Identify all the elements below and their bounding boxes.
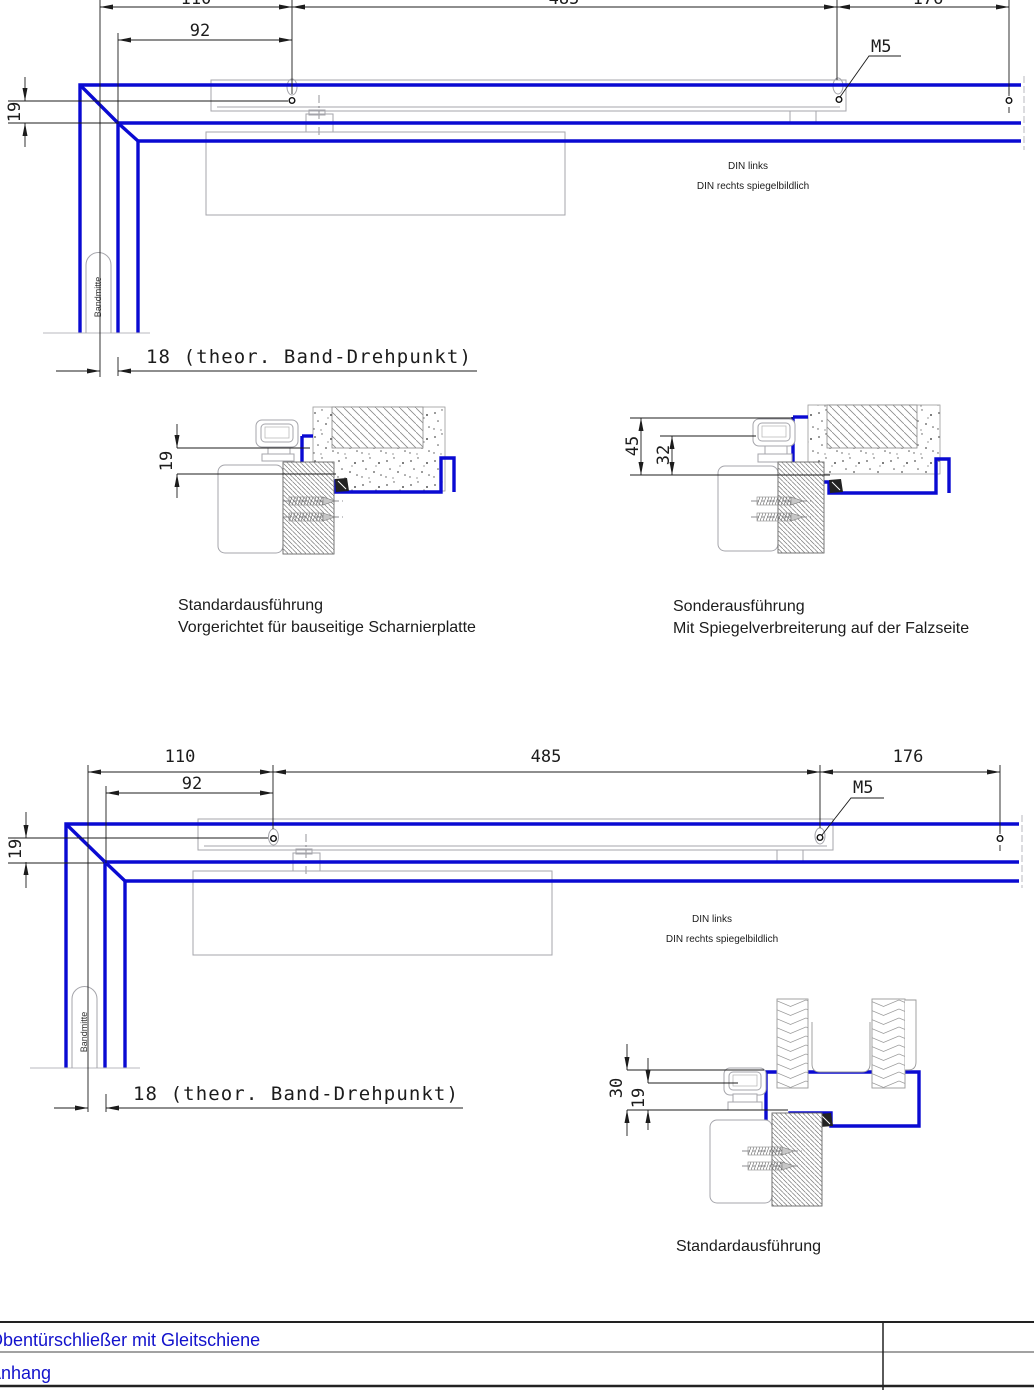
dim-30-label: 30: [607, 1078, 627, 1098]
closer-body: [192, 870, 553, 956]
caption-line1: Sonderausführung: [673, 598, 805, 615]
dim-19-label: 19: [5, 102, 25, 122]
hinge-plate: [752, 418, 796, 463]
title-block: Obentürschließer mit Gleitschiene Anhang: [0, 1321, 1034, 1390]
dim-110-label: 110: [181, 0, 212, 9]
din-note-line2: DIN rechts spiegelbildlich: [697, 181, 809, 192]
caption-line1: Standardausführung: [178, 597, 323, 614]
lintel-section: [826, 404, 918, 449]
hinge-centre-symbol: [85, 252, 112, 333]
dim-19-label: 19: [6, 839, 26, 859]
detail-sonder: 45 32 Sonderausführung Mit Spiegelverbre…: [623, 404, 969, 637]
caption-line2: Vorgerichtet für bauseitige Scharnierpla…: [178, 619, 476, 636]
hinge-plate: [255, 419, 299, 462]
dim-32-label: 32: [654, 445, 674, 465]
dim-110-label: 110: [165, 747, 196, 767]
dim-92-label: 92: [190, 21, 210, 41]
detail-standard-bottom: 30 19 Standardausführung: [607, 998, 921, 1255]
dim-45-label: 45: [623, 436, 643, 456]
slide-rail: [210, 77, 847, 112]
hinge-plate: [723, 1067, 767, 1111]
closer-body: [205, 131, 566, 216]
din-note-line2: DIN rechts spiegelbildlich: [666, 934, 778, 945]
screw-holes: [288, 88, 1013, 113]
closer-arm-bracket: [292, 834, 804, 875]
dim-19-label: 19: [629, 1088, 649, 1108]
din-note-line1: DIN links: [692, 914, 732, 925]
din-note-line1: DIN links: [728, 161, 768, 172]
dim-92-label: 92: [182, 774, 202, 794]
door-leaf: [709, 1112, 823, 1207]
plan-view-bottom: 110 485 176 92 19 M5 DIN links DIN recht…: [6, 747, 1023, 1112]
caption-line2: Mit Spiegelverbreiterung auf der Falzsei…: [673, 620, 969, 637]
dimensions: [174, 424, 336, 498]
dimensions: [8, 0, 1010, 377]
dim-485-label: 485: [531, 747, 562, 767]
dim-176-label: 176: [913, 0, 944, 9]
dimensions: [8, 765, 1001, 1112]
detail-standard-top: 19 Standardausführung Vorgerichtet für b…: [157, 406, 476, 636]
drawing-title: Obentürschließer mit Gleitschiene: [0, 1330, 260, 1350]
pivot-dimension-note: 18 (theor. Band-Drehpunkt): [146, 346, 472, 368]
bandmitte-label: Bandmitte: [93, 277, 103, 318]
thread-size-label: M5: [853, 778, 873, 798]
door-seal: [828, 478, 844, 494]
frame-profile-lines: [64, 822, 1019, 1068]
drawing-subtitle: Anhang: [0, 1363, 51, 1383]
door-leaf: [717, 461, 825, 554]
closer-arm-bracket: [305, 95, 817, 136]
dim-176-label: 176: [893, 747, 924, 767]
plan-view-top: 110 485 176 92 19 M5 DIN links DIN recht…: [5, 0, 1025, 377]
caption: Standardausführung: [676, 1238, 821, 1255]
dim-19-label: 19: [157, 451, 177, 471]
dimensions: [624, 1044, 788, 1136]
thread-size-label: M5: [871, 37, 891, 57]
timber-wall: [776, 998, 917, 1089]
lintel-section: [331, 406, 424, 449]
slide-rail: [197, 818, 834, 851]
frame-profile-lines: [78, 83, 1021, 333]
dimensions: [630, 417, 830, 476]
dim-485-label: 485: [549, 0, 580, 9]
door-seal: [334, 477, 350, 493]
pivot-dimension-note: 18 (theor. Band-Drehpunkt): [133, 1083, 459, 1105]
door-leaf: [217, 461, 335, 555]
bandmitte-label: Bandmitte: [79, 1012, 89, 1053]
screw-holes: [270, 826, 1004, 851]
hinge-centre-symbol: [71, 986, 98, 1068]
